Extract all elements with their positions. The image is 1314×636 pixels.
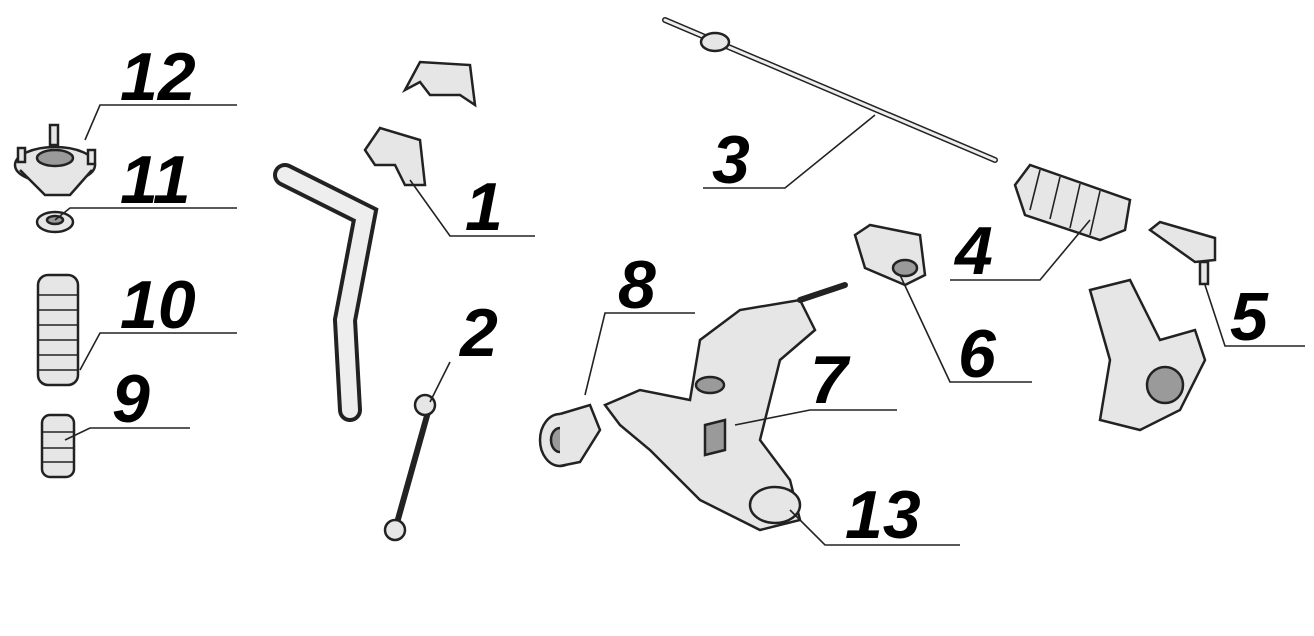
callout-7: 7 [810, 342, 851, 418]
strut-mount-part [13, 123, 97, 197]
callout-1: 1 [465, 169, 503, 245]
callout-2: 2 [458, 295, 498, 371]
callout-8: 8 [618, 247, 656, 323]
callout-11: 11 [120, 142, 191, 218]
leader-10 [79, 332, 237, 371]
stabilizer-bar-part [273, 163, 379, 422]
leader-7 [734, 409, 897, 426]
lower-control-arm-part [603, 282, 848, 532]
callout-10: 10 [120, 267, 196, 343]
leader-2 [429, 361, 451, 403]
steering-knuckle-part [1088, 278, 1207, 432]
front-bushing-part [538, 403, 602, 468]
leader-12 [84, 104, 237, 141]
leader-5 [1204, 284, 1305, 347]
callout-9: 9 [112, 361, 150, 437]
arm-bushing-part [853, 223, 927, 287]
dust-boot-part [36, 273, 80, 387]
tie-rod-end-part [1147, 220, 1217, 286]
callout-6: 6 [958, 316, 997, 392]
callout-4: 4 [953, 213, 993, 289]
bushing-bracket-part [363, 60, 477, 187]
callout-12: 12 [120, 39, 196, 115]
leader-8 [584, 312, 695, 396]
bearing-part [35, 210, 75, 234]
leader-1 [409, 179, 535, 237]
leader-4 [950, 219, 1091, 281]
leader-11 [54, 207, 237, 221]
rack-boot-part [1013, 163, 1132, 242]
bump-stop-part [40, 413, 76, 479]
leader-3 [703, 114, 876, 189]
callout-13: 13 [845, 477, 921, 553]
callout-5: 5 [1230, 279, 1269, 355]
leader-lines [54, 104, 1305, 546]
stabilizer-link-part [383, 393, 437, 542]
leader-13 [789, 509, 960, 546]
callout-3: 3 [712, 122, 750, 198]
leader-6 [899, 274, 1032, 383]
leader-9 [64, 427, 190, 441]
tie-rod-part [662, 17, 998, 163]
